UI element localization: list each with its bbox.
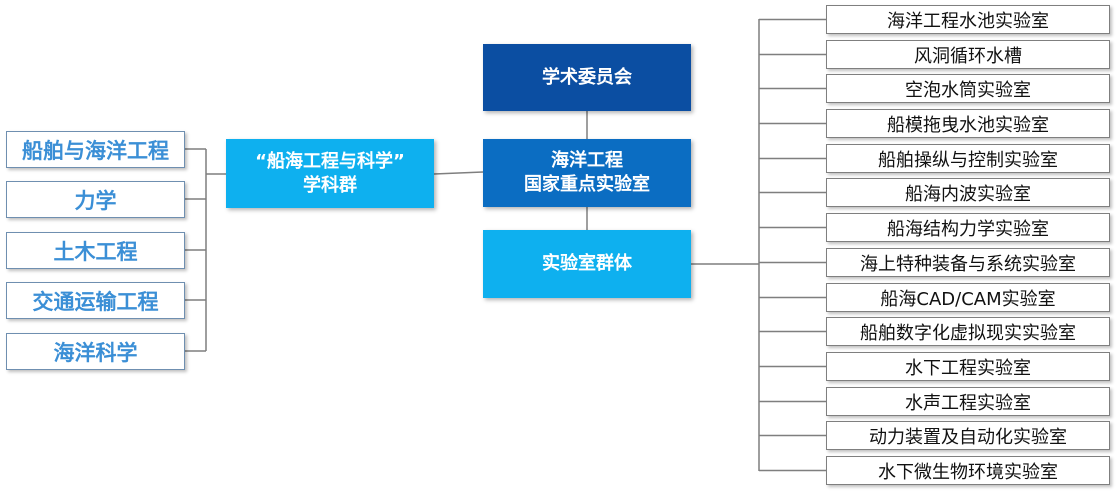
key-lab-subtitle: 国家重点实验室 [524,174,650,195]
lab-item: 风洞循环水槽 [826,40,1110,69]
discipline-marine-science: 海洋科学 [6,333,185,370]
discipline-group-subtitle: 学科群 [302,174,357,196]
lab-item: 船海CAD/CAM实验室 [826,283,1110,312]
lab-item: 水下微生物环境实验室 [826,456,1110,485]
discipline-mechanics: 力学 [6,181,185,218]
lab-item: 船海结构力学实验室 [826,213,1110,242]
lab-item: 动力装置及自动化实验室 [826,421,1110,450]
academic-committee-node: 学术委员会 [483,44,691,111]
lab-item: 船舶操纵与控制实验室 [826,144,1110,173]
lab-item: 船海内波实验室 [826,178,1110,207]
discipline-transportation: 交通运输工程 [6,282,185,319]
key-lab-title: 海洋工程 [551,150,623,171]
lab-item: 水下工程实验室 [826,352,1110,381]
discipline-group-title: “船海工程与科学” [255,150,405,172]
lab-item: 海洋工程水池实验室 [826,5,1110,34]
discipline-civil-engineering: 土木工程 [6,232,185,269]
discipline-naval-architecture: 船舶与海洋工程 [6,131,185,168]
key-lab-node: 海洋工程 国家重点实验室 [483,139,691,207]
lab-item: 空泡水筒实验室 [826,74,1110,103]
lab-item: 海上特种装备与系统实验室 [826,248,1110,277]
discipline-group-node: “船海工程与科学” 学科群 [226,139,434,208]
lab-item: 船舶数字化虚拟现实实验室 [826,317,1110,346]
lab-cluster-node: 实验室群体 [483,230,691,298]
lab-item: 水声工程实验室 [826,387,1110,416]
lab-item: 船模拖曳水池实验室 [826,109,1110,138]
